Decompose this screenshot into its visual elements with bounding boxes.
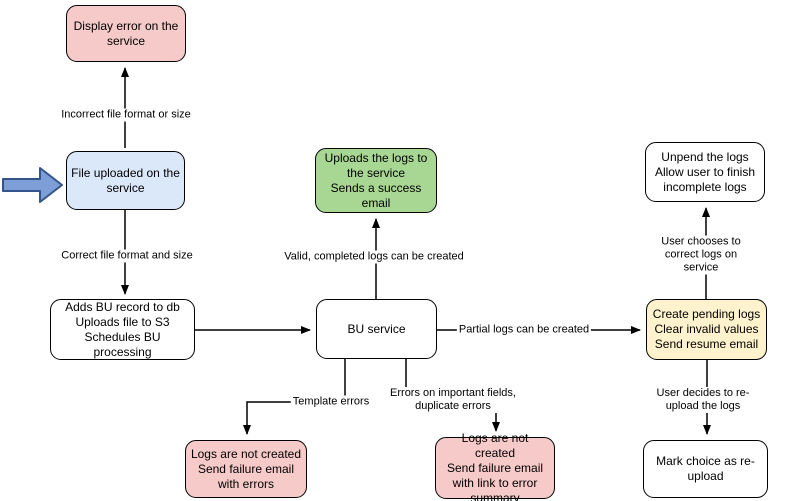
node-file-uploaded[interactable]: File uploaded on the service: [66, 151, 185, 210]
node-logs-failure-errors[interactable]: Logs are not created Send failure email …: [185, 440, 307, 498]
edge-label-template-errors: Template errors: [290, 395, 372, 409]
edge-label-valid-logs: Valid, completed logs can be created: [282, 250, 466, 264]
node-uploads-logs-success[interactable]: Uploads the logs to the service Sends a …: [315, 148, 437, 213]
node-bu-service[interactable]: BU service: [316, 299, 437, 359]
edge-label-incorrect-file: Incorrect file format or size: [59, 108, 193, 122]
node-display-error[interactable]: Display error on the service: [66, 5, 186, 62]
edge-label-user-reuploads: User decides to re-upload the logs: [654, 387, 752, 413]
node-create-pending-logs[interactable]: Create pending logs Clear invalid values…: [646, 299, 767, 360]
node-mark-choice-reupload[interactable]: Mark choice as re- upload: [643, 440, 768, 498]
edge-label-partial-logs: Partial logs can be created: [456, 323, 592, 337]
node-unpend-logs[interactable]: Unpend the logs Allow user to finish inc…: [645, 142, 765, 202]
edge-label-correct-file: Correct file format and size: [59, 249, 195, 263]
edge-label-user-corrects: User chooses to correct logs on service: [651, 235, 751, 275]
node-adds-bu-record[interactable]: Adds BU record to db Uploads file to S3 …: [50, 299, 195, 360]
node-logs-failure-summary[interactable]: Logs are not created Send failure email …: [435, 431, 555, 501]
edge-label-field-errors: Errors on important fields, duplicate er…: [388, 387, 518, 413]
input-arrow-icon: [2, 167, 63, 203]
